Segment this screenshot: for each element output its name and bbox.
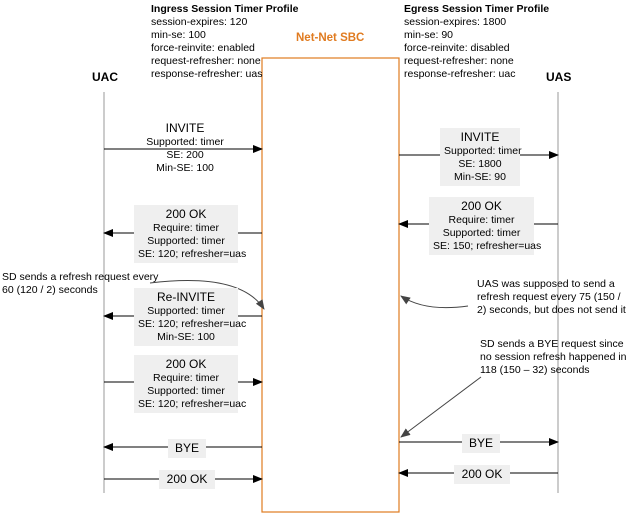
note-line: no session refresh happened in: [480, 351, 627, 363]
msg-line: Require: timer: [153, 372, 219, 384]
msg-bye-to-uac: BYE: [168, 439, 206, 458]
msg-invite-uas: INVITE Supported: timer SE: 1800 Min-SE:…: [440, 128, 522, 186]
msg-line: SE: 200: [166, 149, 204, 161]
msg-title: 200 OK: [461, 467, 503, 481]
ingress-response-refresher: response-refresher: uas: [151, 68, 263, 80]
ingress-session-expires: session-expires: 120: [151, 16, 248, 28]
msg-title: INVITE: [460, 130, 500, 144]
uas-label: UAS: [546, 70, 572, 84]
sbc-box: [261, 57, 400, 513]
note-uas-refresh: UAS was supposed to send a refresh reque…: [477, 278, 626, 317]
pointer-uas-refresh: [400, 295, 469, 309]
msg-reinvite: Re-INVITE Supported: timer SE: 120; refr…: [134, 288, 247, 346]
note-line: refresh request every 75 (150 /: [477, 291, 621, 303]
note-line: SD sends a refresh request every: [2, 271, 159, 283]
egress-profile-title: Egress Session Timer Profile: [404, 3, 550, 15]
msg-title: Re-INVITE: [156, 290, 215, 304]
msg-line: Min-SE: 90: [454, 171, 506, 183]
msg-line: Min-SE: 100: [157, 331, 215, 343]
msg-title: 200 OK: [165, 207, 207, 221]
msg-line: SE: 120; refresher=uas: [138, 248, 247, 260]
note-bye-request: SD sends a BYE request since no session …: [480, 338, 627, 377]
msg-line: Supported: timer: [146, 136, 224, 148]
pointer-bye-request: [400, 376, 482, 438]
msg-line: Supported: timer: [442, 227, 521, 239]
msg-line: Min-SE: 100: [156, 162, 214, 174]
msg-title: BYE: [468, 436, 493, 450]
msg-line: SE: 120; refresher=uac: [138, 398, 247, 410]
msg-200ok-final-uac: 200 OK: [159, 470, 215, 489]
sbc-title: Net-Net SBC: [296, 32, 365, 44]
msg-title: 200 OK: [461, 199, 502, 213]
msg-line: SE: 150; refresher=uas: [433, 240, 542, 252]
msg-line: SE: 120; refresher=uac: [138, 318, 247, 330]
msg-invite-uac: INVITE Supported: timer SE: 200 Min-SE: …: [140, 121, 230, 175]
msg-line: SE: 1800: [458, 158, 502, 170]
egress-response-refresher: response-refresher: uac: [404, 68, 516, 80]
msg-line: Supported: timer: [147, 305, 225, 317]
egress-session-expires: session-expires: 1800: [404, 16, 507, 28]
ingress-force-reinvite: force-reinvite: enabled: [151, 42, 255, 54]
note-line: SD sends a BYE request since: [480, 338, 624, 350]
egress-min-se: min-se: 90: [404, 29, 454, 41]
ingress-profile-title: Ingress Session Timer Profile: [151, 3, 299, 15]
msg-200ok-final-uas: 200 OK: [454, 465, 510, 484]
msg-line: Supported: timer: [444, 145, 522, 157]
ingress-request-refresher: request-refresher: none: [151, 55, 261, 67]
msg-200ok-uas: 200 OK Require: timer Supported: timer S…: [429, 197, 542, 255]
note-line: 118 (150 – 32) seconds: [480, 364, 590, 376]
egress-force-reinvite: force-reinvite: disabled: [404, 42, 510, 54]
note-line: UAS was supposed to send a: [477, 278, 615, 290]
msg-200ok-from-uac: 200 OK Require: timer Supported: timer S…: [134, 355, 247, 413]
msg-title: INVITE: [165, 121, 205, 135]
msg-line: Require: timer: [153, 222, 219, 234]
note-line: 60 (120 / 2) seconds: [2, 284, 98, 296]
note-refresh-request: SD sends a refresh request every 60 (120…: [2, 271, 158, 297]
msg-line: Require: timer: [448, 214, 515, 226]
msg-200ok-to-uac: 200 OK Require: timer Supported: timer S…: [134, 205, 247, 263]
note-line: 2) seconds, but does not send it: [477, 304, 626, 316]
egress-request-refresher: request-refresher: none: [404, 55, 514, 67]
msg-bye-to-uas: BYE: [462, 434, 500, 453]
pointer-refresh-request: [149, 280, 265, 310]
ingress-min-se: min-se: 100: [151, 29, 206, 41]
msg-title: BYE: [174, 441, 199, 455]
msg-title: 200 OK: [166, 472, 208, 486]
msg-line: Supported: timer: [147, 385, 225, 397]
msg-line: Supported: timer: [147, 235, 225, 247]
msg-title: 200 OK: [165, 357, 207, 371]
uac-label: UAC: [92, 70, 118, 84]
